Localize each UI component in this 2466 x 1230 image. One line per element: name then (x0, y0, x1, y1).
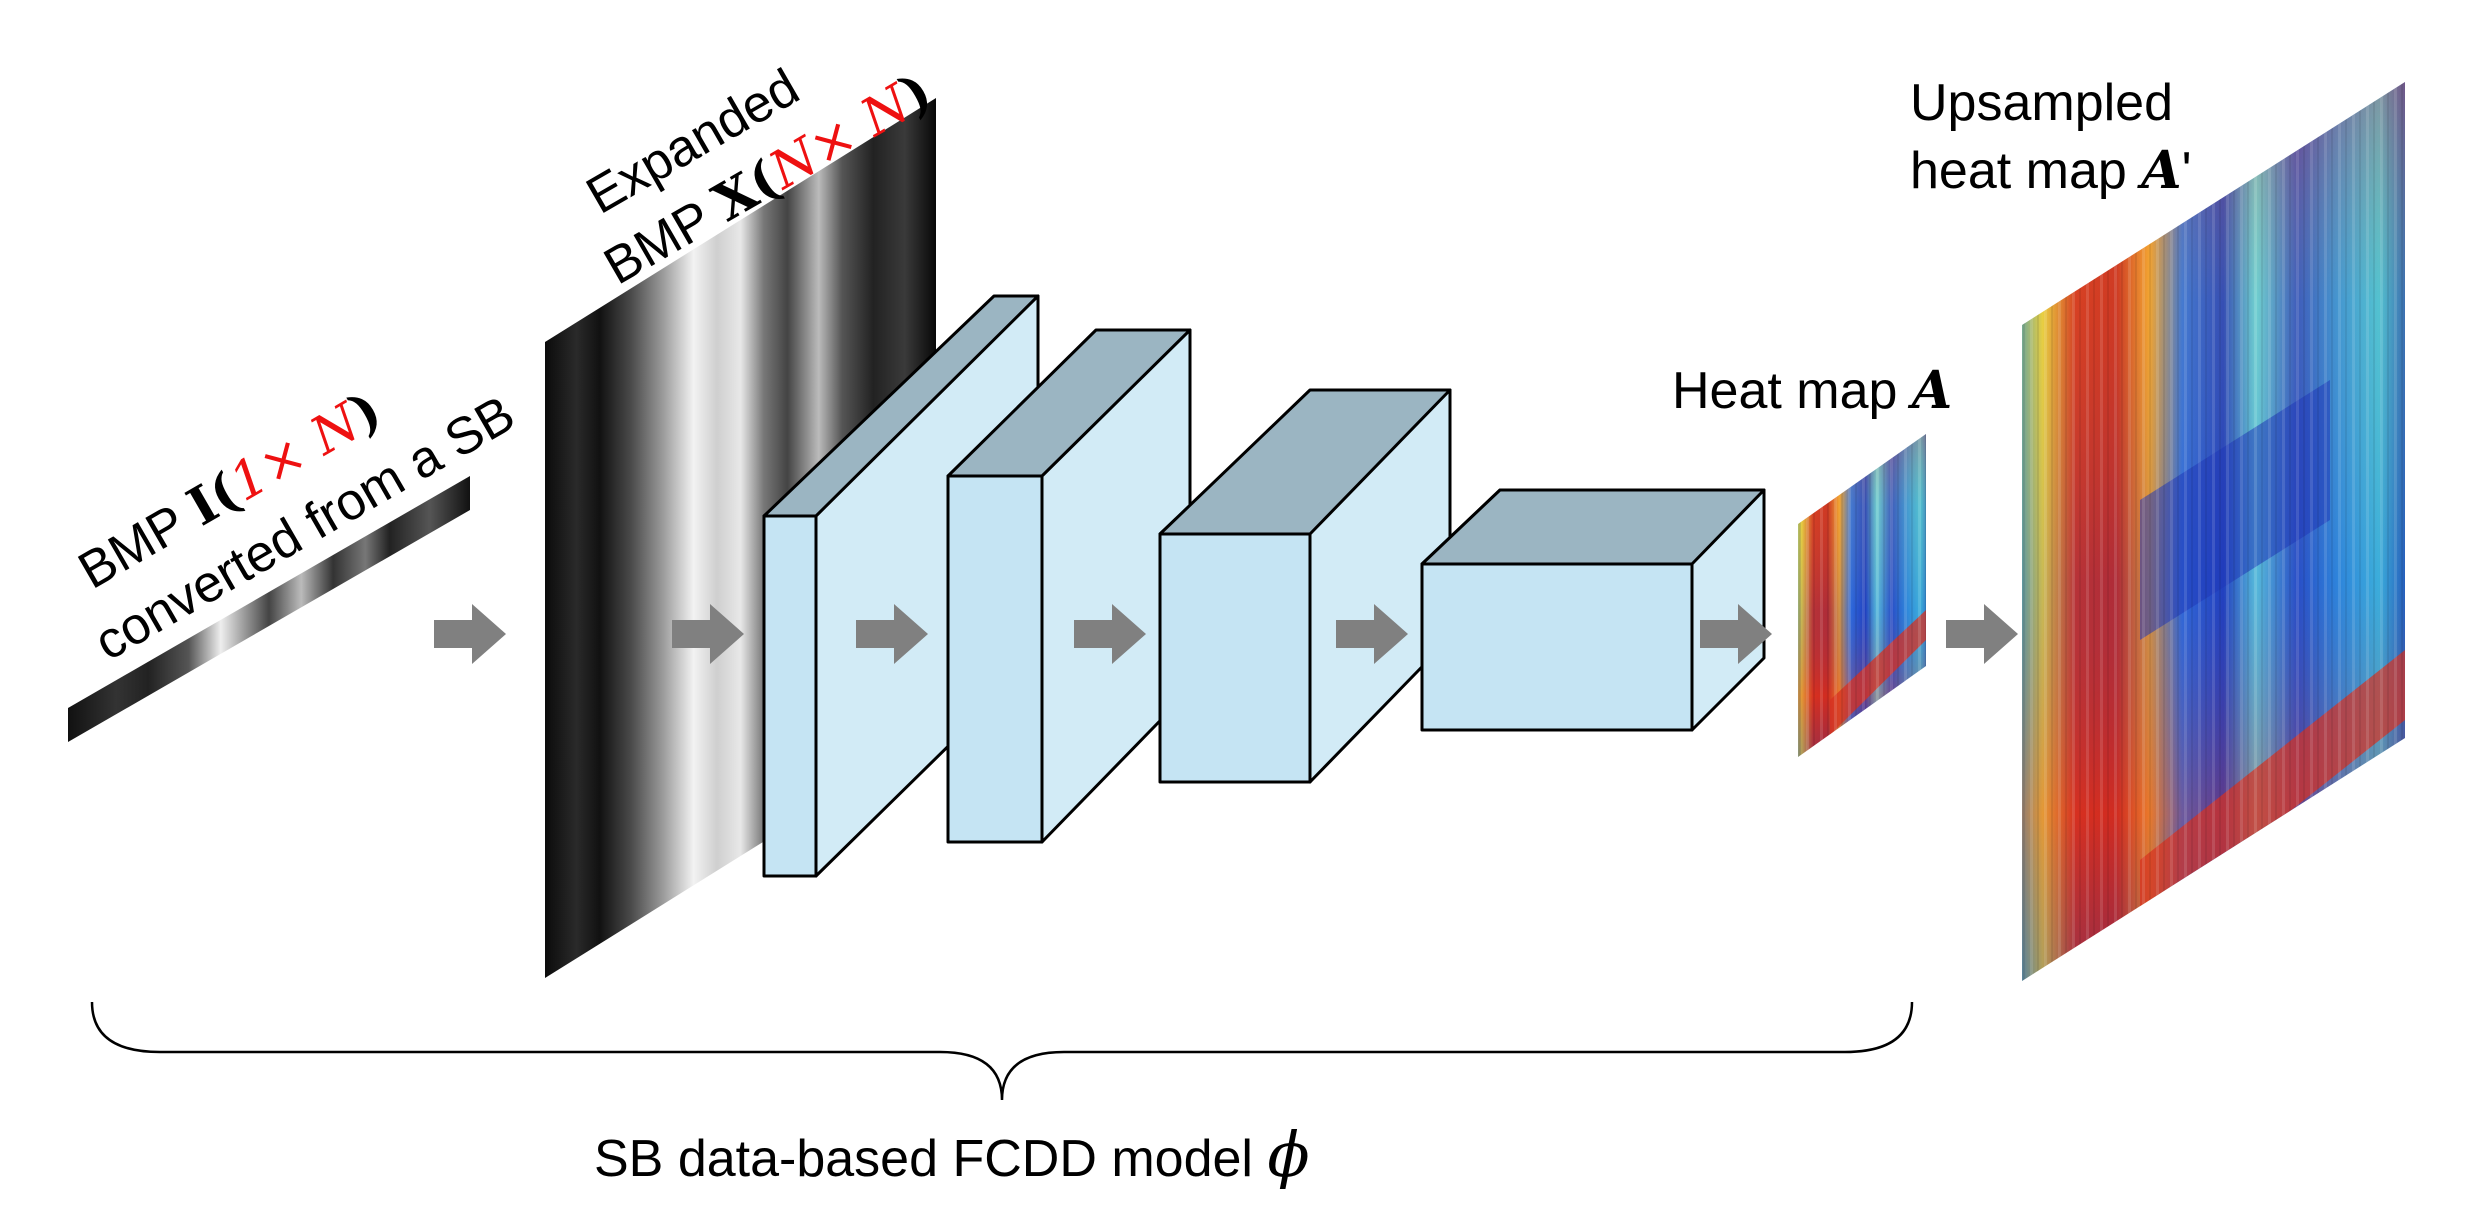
upsampled-line1: Upsampled (1910, 74, 2173, 132)
upsampled-prefix: heat map (1910, 142, 2141, 200)
upsampled-label: Upsampled heat map A' (1910, 74, 2192, 201)
upsampled-symbol: A (2136, 140, 2181, 201)
conv-layer-2 (946, 328, 1192, 844)
conv-layer-4 (1420, 488, 1766, 732)
model-prefix: SB data-based FCDD model (594, 1130, 1267, 1188)
model-label: SB data-based FCDD model ϕ (594, 1118, 1310, 1191)
heat-map-label: Heat map A (1672, 360, 1952, 421)
svg-text:heat map A': heat map A' (1910, 140, 2192, 201)
bmp-strip-1xn (68, 476, 470, 742)
arrow-right-icon (1700, 604, 1772, 664)
heat-map-symbol: A (1907, 360, 1952, 421)
arrow-right-icon (1074, 604, 1146, 664)
model-brace (90, 1001, 1914, 1101)
conv-layer-3 (1158, 388, 1452, 784)
arrow-right-icon (672, 604, 744, 664)
conv-layer-1 (762, 294, 1040, 878)
heat-map-a (1798, 434, 1926, 757)
arrow-right-icon (434, 604, 506, 664)
heat-map-prefix: Heat map (1672, 362, 1912, 420)
arrow-right-icon (1336, 604, 1408, 664)
upsampled-heat-map (2022, 82, 2405, 981)
model-symbol: ϕ (1267, 1118, 1309, 1191)
arrow-right-icon (1946, 604, 2018, 664)
arrow-right-icon (856, 604, 928, 664)
upsampled-prime: ' (2182, 142, 2192, 200)
